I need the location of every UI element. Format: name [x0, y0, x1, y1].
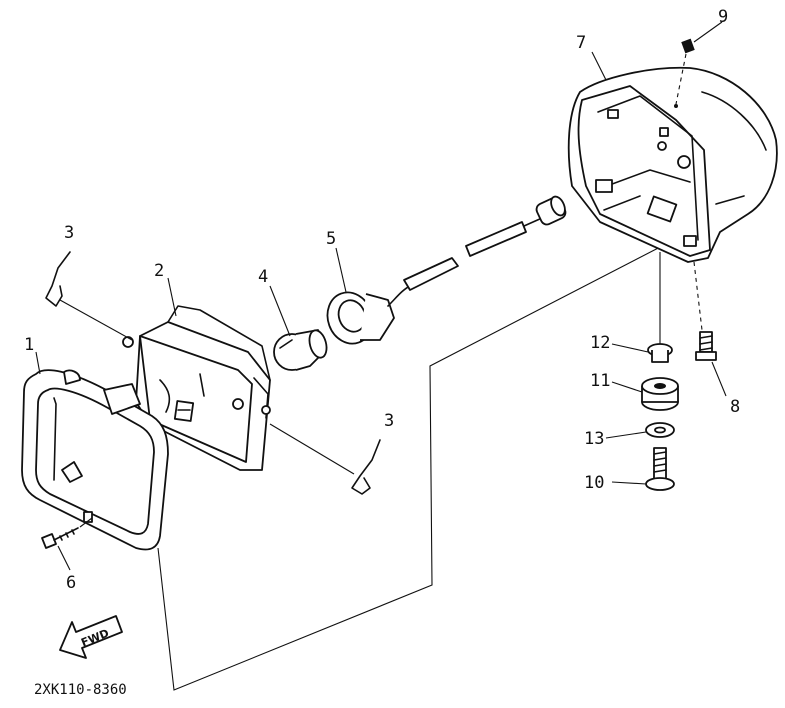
assembly-leader-line: [157, 228, 696, 691]
callout-7: 7: [576, 33, 586, 53]
headlight-unit: [122, 305, 271, 471]
callout-2: 2: [154, 261, 164, 281]
callout-1: 1: [24, 335, 34, 355]
collar-12: [647, 343, 673, 363]
callout-9: 9: [718, 7, 728, 27]
bulb-socket: [326, 195, 567, 345]
callout-3-upper: 3: [64, 223, 74, 243]
housing: [567, 66, 778, 263]
callout-10: 10: [584, 473, 604, 493]
callout-13: 13: [584, 429, 604, 449]
bulb: [273, 329, 328, 371]
callout-8: 8: [730, 397, 740, 417]
screw-8: [693, 261, 717, 361]
callout-leaders: [35, 21, 727, 571]
bolt-10: [645, 447, 675, 491]
headlight-rim: [21, 369, 169, 551]
callout-11: 11: [590, 371, 610, 391]
grommet-11: [641, 377, 679, 411]
washer-13: [645, 422, 675, 438]
spring-upper: [45, 251, 133, 341]
fwd-arrow-icon: FWD: [59, 615, 123, 659]
spring-lower: [269, 423, 381, 495]
callout-6: 6: [66, 573, 76, 593]
screw-6: [41, 517, 93, 549]
callout-12: 12: [590, 333, 610, 353]
callout-5: 5: [326, 229, 336, 249]
callout-3-lower: 3: [384, 411, 394, 431]
callout-4: 4: [258, 267, 268, 287]
drawing-code: 2XK110-8360: [34, 682, 127, 698]
screw-9: [674, 38, 695, 108]
